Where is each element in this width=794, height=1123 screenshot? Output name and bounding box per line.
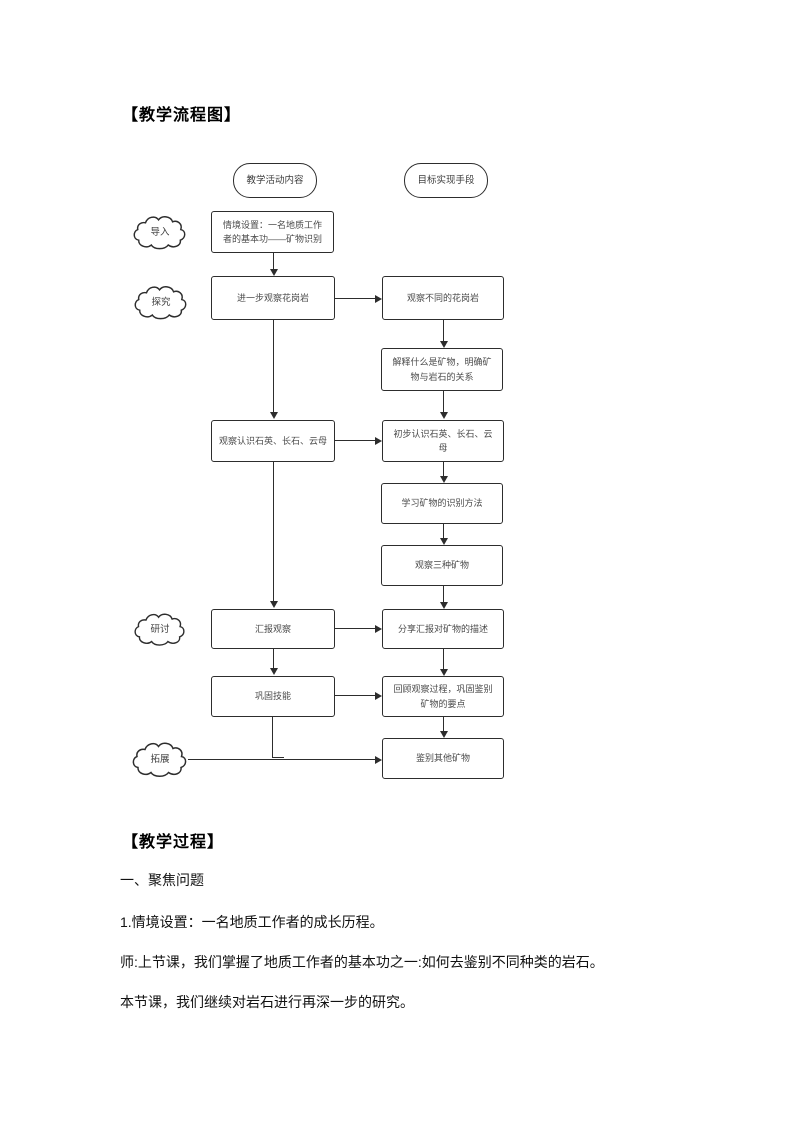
cloud-shape-icon	[133, 216, 186, 250]
stage-cloud-label: 研讨	[150, 624, 170, 635]
cloud-shape-icon	[134, 613, 185, 646]
stage-cloud-intro: 导入	[131, 207, 189, 255]
flow-node-report-observation: 汇报观察	[211, 609, 335, 649]
connector-explain-to-initknow	[439, 391, 448, 419]
flow-node-share-description: 分享汇报对矿物的描述	[382, 609, 504, 649]
connector-extend-to-identify	[188, 755, 382, 764]
connector-three-to-share	[439, 586, 448, 609]
process-line-focus-question: 一、聚焦问题	[120, 872, 204, 888]
connector-report-to-share	[335, 624, 382, 633]
flow-node-observe-minerals: 观察认识石英、长石、云母	[211, 420, 335, 462]
flow-node-explain-mineral: 解释什么是矿物，明确矿物与岩石的关系	[381, 348, 503, 391]
connector-consolidate-down-segment	[272, 717, 273, 757]
connector-review-to-identify	[439, 717, 448, 738]
flow-node-consolidate-skills: 巩固技能	[211, 676, 335, 717]
stage-cloud-extend: 拓展	[130, 734, 190, 782]
process-line-teacher-speech: 师:上节课，我们掌握了地质工作者的基本功之一:如何去鉴别不同种类的岩石。	[120, 954, 604, 970]
process-section-title: 【教学过程】	[122, 834, 225, 851]
flow-node-identify-other-minerals: 鉴别其他矿物	[382, 738, 504, 779]
connector-initknow-to-learn	[439, 462, 448, 483]
connector-learn-to-three	[439, 524, 448, 545]
stage-cloud-explore: 探究	[132, 277, 190, 325]
connector-consolidate-jog-segment	[272, 757, 284, 758]
stage-cloud-label: 探究	[151, 297, 171, 308]
flowchart-section-title: 【教学流程图】	[122, 107, 242, 124]
stage-cloud-label: 拓展	[150, 754, 170, 765]
flow-node-observe-granite: 进一步观察花岗岩	[211, 276, 335, 320]
flow-node-observe-three-minerals: 观察三种矿物	[381, 545, 503, 586]
stage-cloud-label: 导入	[150, 227, 170, 238]
flow-node-initially-know-minerals: 初步认识石英、长石、云母	[382, 420, 504, 462]
connector-share-to-review	[439, 649, 448, 676]
flow-node-review-key-points: 回顾观察过程，巩固鉴别矿物的要点	[382, 676, 504, 717]
connector-granite-to-minerals	[269, 320, 278, 419]
connector-minerals-to-report	[269, 462, 278, 608]
connector-diffgranite-to-explain	[439, 320, 448, 348]
connector-report-to-consolidate	[269, 649, 278, 675]
flow-node-observe-different-granite: 观察不同的花岗岩	[382, 276, 504, 320]
connector-granite-to-diffgranite	[335, 294, 382, 303]
connector-minerals-to-initknow	[335, 436, 382, 445]
cloud-shape-icon	[134, 286, 187, 320]
process-line-this-lesson: 本节课，我们继续对岩石进行再深一步的研究。	[120, 994, 414, 1010]
flow-node-learn-identification: 学习矿物的识别方法	[381, 483, 503, 524]
flow-header-means: 目标实现手段	[404, 163, 488, 198]
connector-consolidate-to-review	[335, 691, 382, 700]
cloud-shape-icon	[132, 742, 187, 777]
stage-cloud-discuss: 研讨	[132, 604, 188, 652]
connector-scenario-to-granite	[269, 253, 278, 276]
flow-header-activity: 教学活动内容	[233, 163, 317, 198]
process-line-scenario: 1.情境设置：一名地质工作者的成长历程。	[120, 914, 384, 930]
flow-node-scenario-setup: 情境设置：一名地质工作者的基本功——矿物识别	[211, 211, 334, 253]
